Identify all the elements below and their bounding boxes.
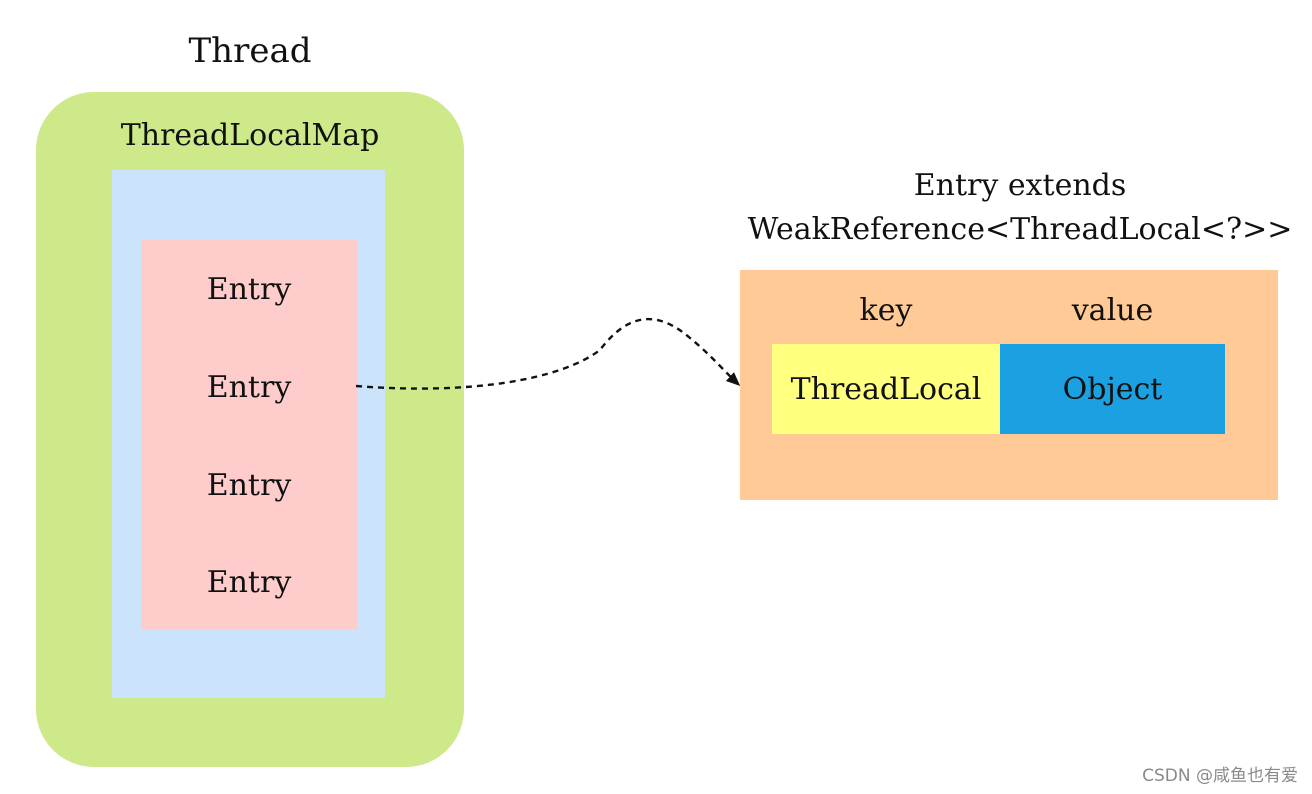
entry-caption-line1: Entry extends — [913, 168, 1127, 203]
key-label: key — [859, 292, 913, 328]
value-object-cell: Object — [1000, 344, 1225, 434]
value-label: value — [1071, 292, 1154, 328]
map-entry: Entry — [141, 338, 357, 436]
key-threadlocal-cell: ThreadLocal — [772, 344, 1000, 434]
map-entry: Entry — [141, 436, 357, 534]
watermark: CSDN @咸鱼也有爱 — [1142, 766, 1298, 786]
map-entry: Entry — [141, 240, 357, 338]
threadlocalmap-title: ThreadLocalMap — [120, 117, 380, 153]
dashed-connector-line — [355, 317, 741, 390]
entry-class-caption: Entry extends WeakReference<ThreadLocal<… — [730, 164, 1310, 252]
thread-title: Thread — [188, 31, 312, 71]
map-entry: Entry — [141, 534, 357, 630]
entry-caption-line2: WeakReference<ThreadLocal<?>> — [747, 212, 1293, 247]
